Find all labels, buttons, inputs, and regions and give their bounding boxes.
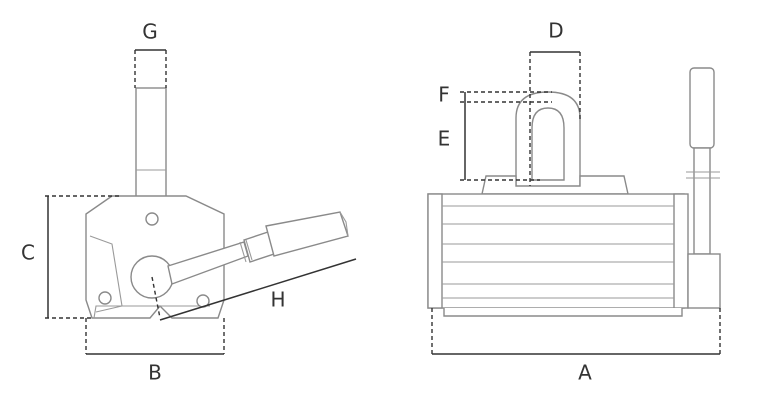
- dimension-label-b: B: [148, 361, 162, 385]
- front-view: [427, 67, 721, 317]
- side-view: [85, 87, 349, 319]
- front-view-lever-base: [687, 253, 721, 309]
- dimension-label-e: E: [438, 127, 451, 151]
- side-view-grip: [265, 211, 349, 257]
- dimension-label-c: C: [21, 241, 35, 265]
- side-view-bolt-top: [145, 212, 159, 226]
- side-view-dimensions: G C B H: [21, 20, 357, 385]
- dimension-label-h: H: [270, 288, 285, 312]
- side-view-bolt-left: [98, 291, 112, 305]
- dimension-label-g: G: [142, 20, 158, 44]
- side-view-handle: [135, 87, 167, 199]
- dimension-label-f: F: [438, 83, 450, 107]
- front-view-lever-shaft: [693, 147, 711, 255]
- front-view-lever-grip: [689, 67, 715, 149]
- front-view-housing: [427, 193, 685, 309]
- dimension-label-d: D: [548, 19, 563, 43]
- front-view-base-plate: [481, 175, 629, 195]
- front-view-dimensions: D F E A: [431, 19, 721, 385]
- dimension-label-a: A: [578, 361, 592, 385]
